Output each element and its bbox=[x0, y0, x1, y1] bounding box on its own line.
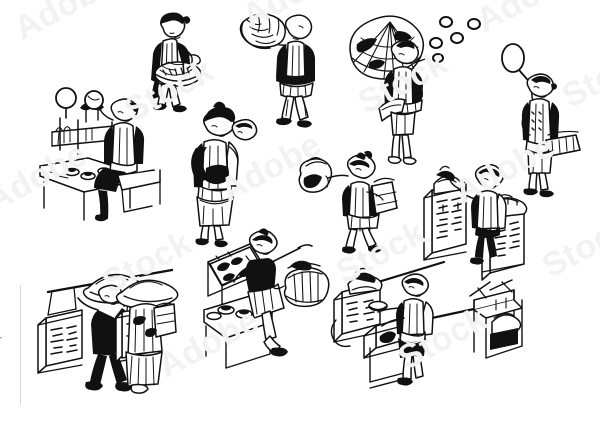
figure-parasol-vendor bbox=[349, 15, 481, 165]
figure-tray-stall-vendor bbox=[203, 228, 330, 369]
figure-bubble-blower bbox=[501, 43, 581, 198]
stock-asset-label: Adobe Stock | #640158871 bbox=[0, 269, 2, 407]
figure-food-stall-vendor bbox=[330, 260, 523, 389]
figure-bundle-carrier bbox=[239, 13, 315, 128]
figure-toy-stall-vendor bbox=[39, 87, 161, 222]
watermark-divider bbox=[20, 285, 21, 405]
figure-basket-peddler bbox=[151, 12, 202, 113]
figure-jar-seller bbox=[298, 150, 398, 254]
figure-mother-with-child bbox=[191, 101, 258, 248]
figure-pole-carrier-pair bbox=[37, 268, 179, 394]
figure-lantern-box-vendor bbox=[423, 163, 528, 281]
